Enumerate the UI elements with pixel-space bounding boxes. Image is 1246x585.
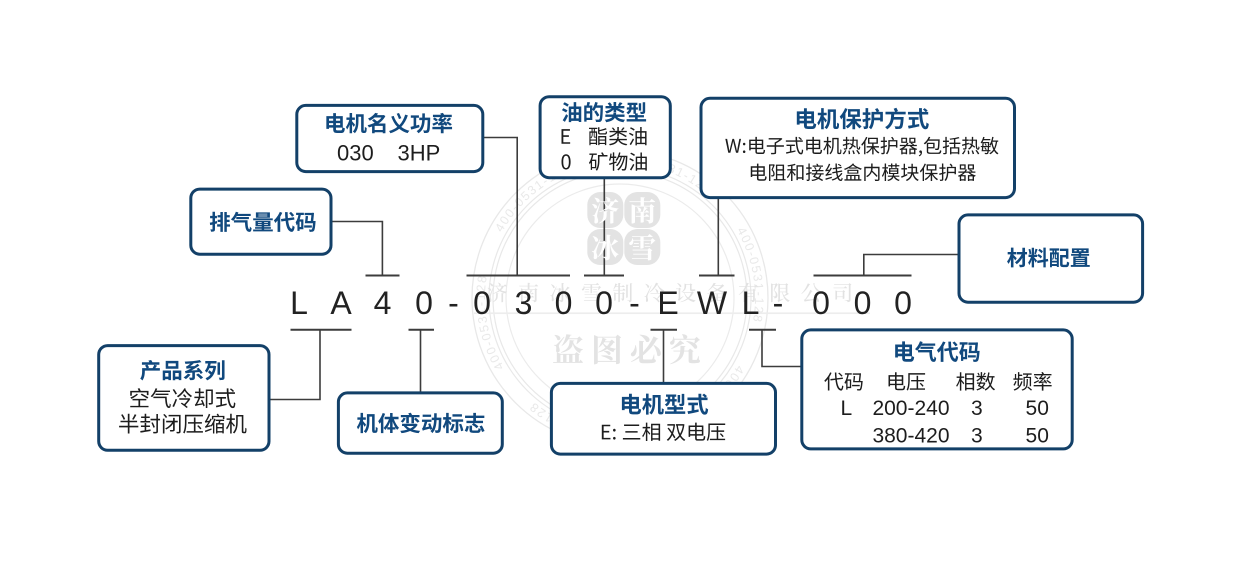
- svg-text:0: 0: [555, 285, 573, 321]
- svg-text:4: 4: [374, 285, 392, 321]
- svg-text:0: 0: [595, 285, 613, 321]
- svg-text:E: E: [657, 285, 678, 321]
- svg-text:0: 0: [415, 285, 433, 321]
- svg-text:-: -: [448, 285, 459, 321]
- svg-text:W: W: [697, 285, 728, 321]
- svg-text:3: 3: [971, 424, 983, 447]
- svg-text:030: 030: [337, 141, 374, 166]
- svg-text:50: 50: [1026, 397, 1049, 420]
- svg-text:0: 0: [812, 285, 830, 321]
- svg-text:3: 3: [971, 397, 983, 420]
- svg-text:A: A: [330, 285, 352, 321]
- svg-text:0: 0: [894, 285, 912, 321]
- svg-text:-: -: [773, 285, 784, 321]
- svg-text:0: 0: [473, 285, 491, 321]
- svg-text:L: L: [290, 285, 308, 321]
- svg-text:0: 0: [854, 285, 872, 321]
- svg-text:3HP: 3HP: [398, 141, 441, 166]
- svg-text:L: L: [742, 285, 760, 321]
- svg-text:380-420: 380-420: [872, 424, 949, 447]
- svg-text:-: -: [629, 285, 640, 321]
- svg-text:200-240: 200-240: [872, 397, 949, 420]
- svg-text:3: 3: [515, 285, 533, 321]
- svg-text:50: 50: [1026, 424, 1049, 447]
- svg-text:L: L: [841, 397, 853, 420]
